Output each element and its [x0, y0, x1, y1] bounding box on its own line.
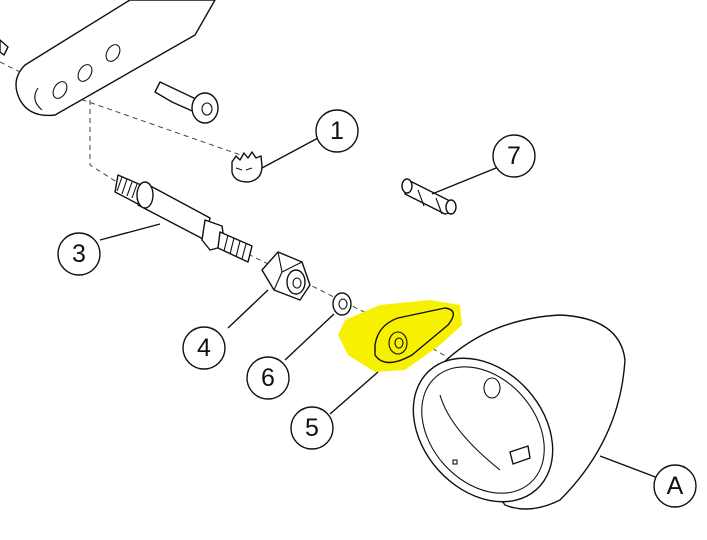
- callout-7-label: 7: [507, 142, 521, 170]
- part-A-housing: [412, 314, 626, 510]
- callout-3: 3: [57, 232, 101, 276]
- callout-7: 7: [492, 134, 536, 178]
- callout-5: 5: [290, 406, 334, 450]
- callout-A: A: [653, 464, 697, 508]
- callout-6-label: 6: [261, 364, 275, 392]
- callout-4: 4: [182, 326, 226, 370]
- part-3-threaded-stud: [114, 174, 253, 263]
- mounting-bracket: [0, 0, 216, 117]
- part-1-star-washer: [231, 151, 263, 183]
- part-5-gasket: [338, 300, 462, 372]
- part-6-washer: [332, 292, 352, 316]
- callout-5-label: 5: [305, 414, 319, 442]
- callout-1: 1: [315, 109, 359, 153]
- callout-6: 6: [246, 356, 290, 400]
- callout-A-label: A: [667, 472, 684, 500]
- part-7-fuse: [401, 178, 457, 215]
- callout-4-label: 4: [197, 334, 211, 362]
- callout-3-label: 3: [72, 240, 86, 268]
- leader-lines: [99, 137, 659, 479]
- socket-bolt: [154, 81, 219, 124]
- callout-1-label: 1: [330, 117, 344, 145]
- part-4-hex-nut: [261, 251, 311, 301]
